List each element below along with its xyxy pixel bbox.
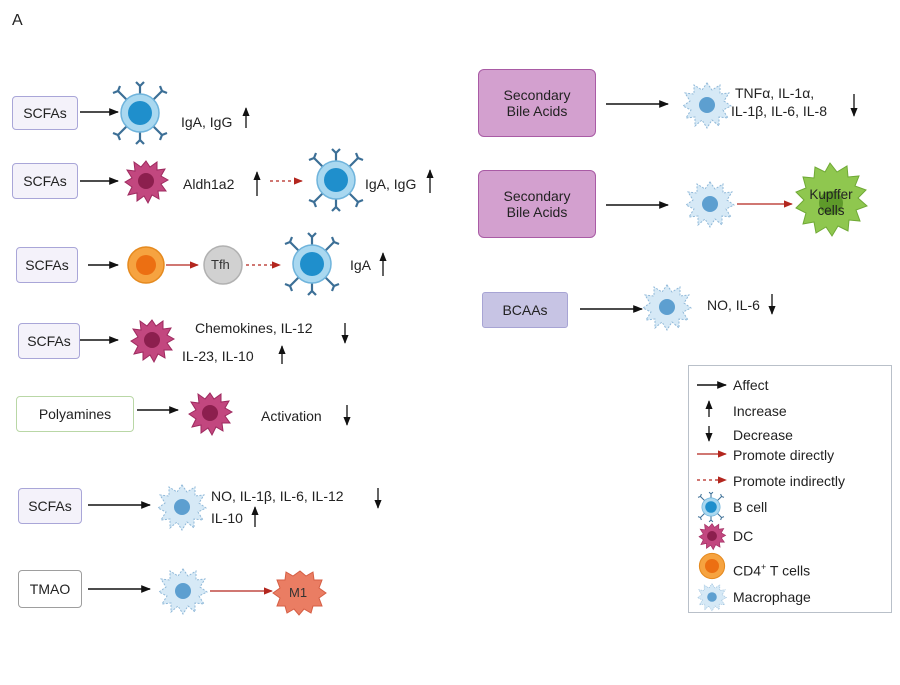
effect-label: NO, IL-1β, IL-6, IL-12	[211, 488, 344, 504]
legend-dc-label: DC	[733, 528, 754, 544]
m1-macrophage-icon	[272, 570, 327, 616]
effect-label: IL-1β, IL-6, IL-8	[731, 103, 827, 119]
source-box-secondary-bile-acids: Secondary Bile Acids	[478, 170, 596, 238]
dc-icon	[124, 160, 169, 204]
legend-promote-indirectly-label: Promote indirectly	[733, 473, 846, 489]
source-box-scfas: SCFAs	[12, 96, 78, 130]
dc-icon	[188, 392, 233, 436]
effect-label: Activation	[261, 408, 322, 424]
source-box-scfas: SCFAs	[16, 247, 78, 283]
source-box-scfas: SCFAs	[18, 488, 82, 524]
kupffer-label: Kupffer cells	[809, 187, 853, 218]
tfh-cell-icon	[203, 245, 243, 285]
legend-cd4-t-cells-label: CD4+ T cells	[733, 562, 811, 579]
source-box-secondary-bile-acids: Secondary Bile Acids	[478, 69, 596, 137]
effect-label: TNFα, IL-1α,	[735, 85, 815, 101]
effect-label: NO, IL-6	[707, 297, 760, 313]
source-box-scfas: SCFAs	[18, 323, 80, 359]
macrophage-icon	[682, 82, 732, 129]
dc-icon	[130, 319, 175, 363]
macrophage-icon	[642, 284, 692, 331]
legend-macrophage-label: Macrophage	[733, 589, 811, 605]
effect-label: IL-23, IL-10	[182, 348, 254, 364]
effect-label: IgA	[350, 257, 372, 273]
effect-label: Aldh1a2	[183, 176, 235, 192]
effect-label: IgA, IgG	[365, 176, 417, 192]
effect-label: Chemokines, IL-12	[195, 320, 313, 336]
legend-b-cell-label: B cell	[733, 499, 768, 515]
legend	[688, 365, 892, 613]
source-box-scfas: SCFAs	[12, 163, 78, 199]
b-cell-icon	[283, 231, 341, 297]
m1-label: M1	[289, 585, 308, 600]
macrophage-icon	[157, 484, 207, 531]
source-box-polyamines: Polyamines	[16, 396, 134, 432]
macrophage-icon	[158, 568, 208, 615]
legend-increase-label: Increase	[733, 403, 787, 419]
legend-affect-label: Affect	[733, 377, 769, 393]
macrophage-icon	[685, 181, 735, 228]
source-box-bcaas: BCAAs	[482, 292, 568, 328]
tfh-label: Tfh	[211, 257, 230, 272]
effect-label: IgA, IgG	[181, 114, 233, 130]
legend-decrease-label: Decrease	[733, 427, 793, 443]
b-cell-icon	[307, 147, 365, 213]
effect-label: IL-10	[211, 510, 243, 526]
panel-label: A	[12, 12, 23, 29]
b-cell-icon	[111, 80, 169, 146]
kupffer-nucleus	[819, 191, 843, 215]
source-box-tmao: TMAO	[18, 570, 82, 608]
cd4-t-cell-icon	[127, 246, 165, 284]
legend-promote-directly-label: Promote directly	[733, 447, 835, 463]
